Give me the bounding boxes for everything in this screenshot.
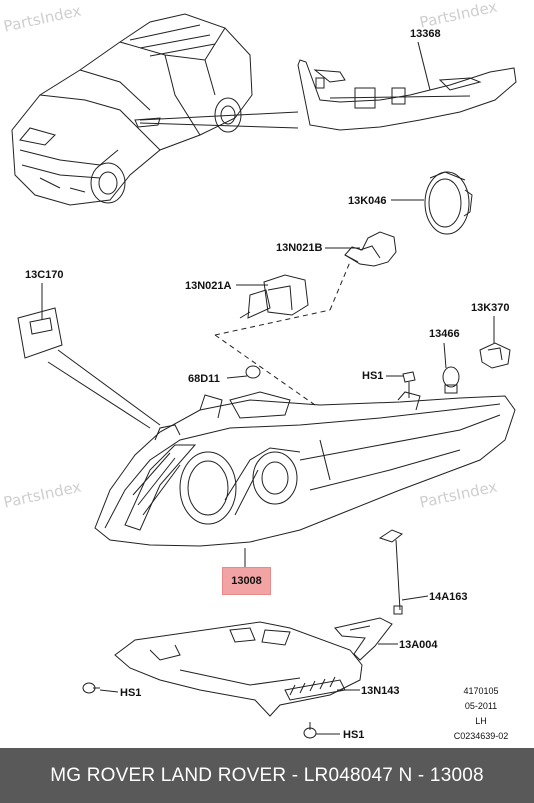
footer-part-info: MG ROVER LAND ROVER - LR048047 N - 13008 [50, 765, 484, 786]
callout-13C170[interactable]: 13C170 [25, 269, 64, 281]
callout-13N143[interactable]: 13N143 [361, 685, 400, 697]
bracket-13368 [297, 59, 517, 131]
undertray-13N143 [114, 621, 363, 717]
exploded-parts-diagram [11, 13, 517, 739]
callout-13008-highlighted[interactable]: 13008 [222, 567, 271, 595]
callout-13368[interactable]: 13368 [410, 28, 441, 40]
screw-hs1-left [82, 682, 100, 694]
module-13C170 [17, 307, 63, 359]
callout-68D11[interactable]: 68D11 [188, 373, 220, 385]
callout-13A004[interactable]: 13A004 [399, 639, 438, 651]
screw-hs1-top [402, 371, 416, 398]
callout-hs1-bottom[interactable]: HS1 [343, 729, 365, 741]
bulb-13N021B [344, 231, 397, 267]
callout-13466[interactable]: 13466 [429, 328, 460, 340]
callout-13K370[interactable]: 13K370 [471, 302, 510, 314]
vehicle-illustration [11, 13, 253, 206]
drawing-reference-4: C0234639-02 [453, 731, 509, 741]
socket-13K370 [479, 342, 511, 369]
headlamp-assembly-13008 [94, 391, 516, 547]
callout-hs1-top[interactable]: HS1 [362, 370, 384, 382]
bulb-13466 [442, 366, 460, 394]
callout-14A163[interactable]: 14A163 [429, 591, 468, 603]
drawing-reference-1: 4170105 [463, 686, 499, 696]
footer-bar: MG ROVER LAND ROVER - LR048047 N - 13008 [0, 748, 534, 803]
callout-13N021B[interactable]: 13N021B [276, 242, 323, 254]
screw-hs1-bottom [303, 722, 317, 739]
cap-13K046 [424, 171, 473, 235]
bulb-13N021A [239, 274, 309, 319]
reflector-14A163 [378, 529, 403, 615]
drawing-reference-3: LH [475, 716, 487, 726]
callout-13K046[interactable]: 13K046 [348, 195, 387, 207]
drawing-reference-2: 05-2011 [464, 701, 498, 711]
callout-13N021A[interactable]: 13N021A [185, 280, 232, 292]
bracket-13A004 [334, 617, 393, 661]
clip-68D11 [245, 365, 261, 379]
callout-hs1-left[interactable]: HS1 [120, 687, 142, 699]
